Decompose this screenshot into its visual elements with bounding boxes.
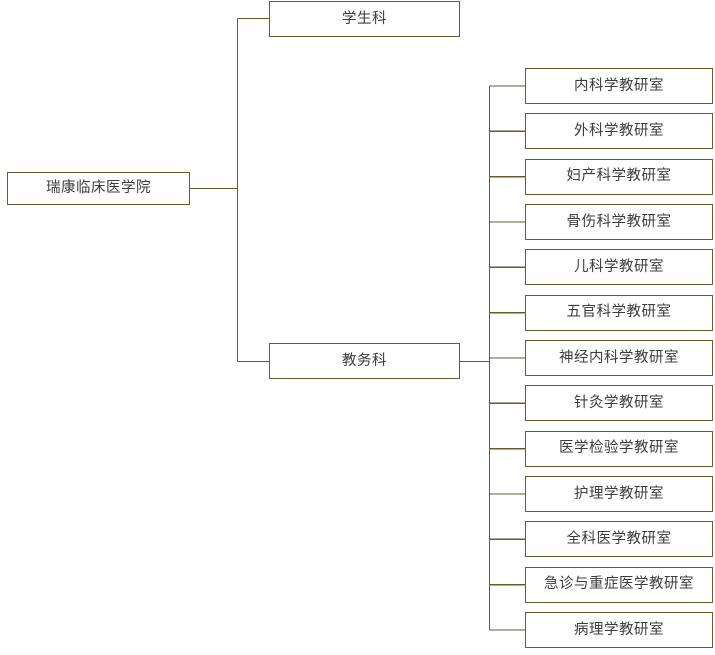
node-department-student-affairs[interactable]: 学生科: [269, 1, 460, 37]
node-root-college[interactable]: 瑞康临床医学院: [7, 172, 190, 205]
node-teaching-office-4[interactable]: 骨伤科学教研室: [525, 204, 713, 240]
node-teaching-office-5[interactable]: 儿科学教研室: [525, 249, 713, 286]
node-teaching-office-1[interactable]: 内科学教研室: [525, 68, 713, 104]
node-teaching-office-3[interactable]: 妇产科学教研室: [525, 158, 713, 195]
node-teaching-office-12[interactable]: 急诊与重症医学教研室: [525, 566, 713, 603]
node-teaching-office-11[interactable]: 全科医学教研室: [525, 521, 713, 558]
node-teaching-office-7[interactable]: 神经内科学教研室: [525, 340, 713, 376]
node-teaching-office-2[interactable]: 外科学教研室: [525, 113, 713, 150]
node-teaching-office-8[interactable]: 针灸学教研室: [525, 385, 713, 422]
node-department-academic-affairs[interactable]: 教务科: [269, 343, 460, 379]
node-teaching-office-13[interactable]: 病理学教研室: [525, 612, 713, 648]
node-teaching-office-6[interactable]: 五官科学教研室: [525, 294, 713, 331]
node-teaching-office-10[interactable]: 护理学教研室: [525, 476, 713, 512]
node-teaching-office-9[interactable]: 医学检验学教研室: [525, 430, 713, 467]
